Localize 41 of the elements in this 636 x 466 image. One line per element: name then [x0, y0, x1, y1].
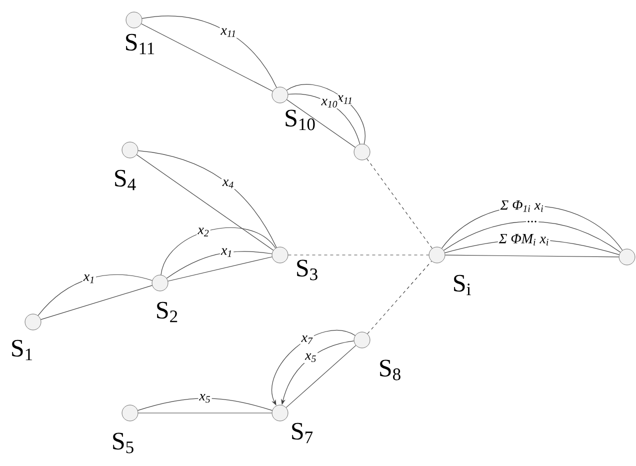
edge-label: x$_{1}$	[220, 248, 232, 257]
connector-line	[367, 260, 432, 334]
connector-line	[168, 256, 272, 282]
edge-label: x$_{2}$	[198, 228, 209, 236]
edge-label: x$_{10}$	[321, 98, 338, 108]
node-label: S$_{2}$	[157, 302, 178, 322]
edge-label: x$_{7}$	[301, 335, 313, 344]
connector-line	[138, 398, 272, 411]
node-label: S$_{i}$	[454, 274, 471, 296]
edge-label: x$_{11}$	[220, 28, 235, 37]
node-label: S$_{3}$	[297, 260, 318, 280]
node-label: S$_{5}$	[113, 432, 134, 454]
connector-line	[443, 221, 621, 253]
edge-label: ...	[528, 220, 536, 222]
node-label: S$_{10}$	[286, 110, 315, 130]
edge-label: x$_{5}$	[199, 394, 210, 403]
connector-line	[141, 23, 273, 92]
edge-label: x$_{4}$	[222, 180, 234, 188]
connector-line	[286, 99, 356, 148]
connector-line	[366, 158, 432, 249]
connector-line	[288, 94, 360, 144]
connector-line	[160, 228, 276, 276]
edge-label: Σ Φ$_{1i}$ x$_{i}$	[500, 200, 544, 212]
connector-line	[40, 285, 152, 320]
node-label: S$_{4}$	[115, 170, 136, 190]
connector-line	[286, 84, 366, 144]
connector-line	[444, 254, 620, 258]
edge-label: Σ ΦM$_{i}$ x$_{i}$	[498, 234, 548, 246]
node-label: S$_{1}$	[12, 340, 32, 360]
connector-line	[38, 274, 152, 316]
circle-node	[354, 144, 370, 160]
connector-line	[166, 251, 272, 279]
connector-line	[138, 412, 272, 414]
node-label: S$_{7}$	[292, 422, 313, 444]
node-label: S$_{11}$	[126, 34, 154, 54]
edge-label: x$_{5}$	[304, 353, 316, 362]
connector-line	[142, 16, 277, 88]
connector-line	[288, 254, 430, 256]
node-label: S$_{8}$	[380, 360, 400, 380]
circle-node	[618, 248, 636, 266]
edge-label: x$_{1}$	[83, 274, 94, 284]
